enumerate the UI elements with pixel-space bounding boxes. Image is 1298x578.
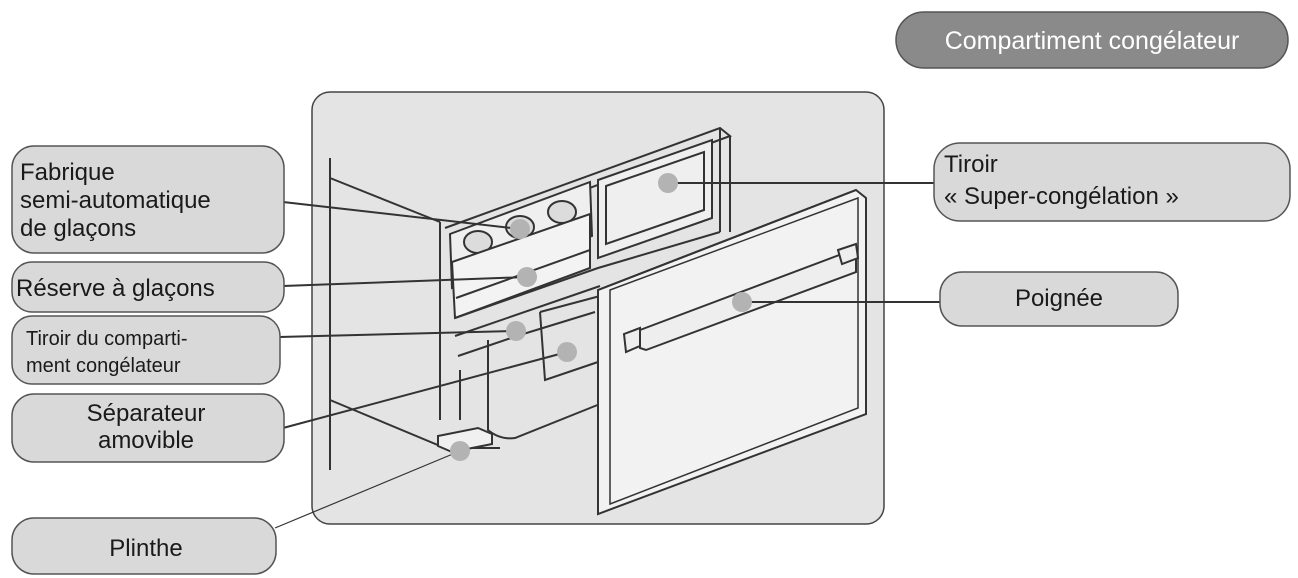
leader-reserve <box>282 276 528 287</box>
marker-tiroir-comp <box>506 321 526 341</box>
callout-fabrique-line1: Fabrique <box>20 159 115 186</box>
diagram-title: Compartiment congélateur <box>945 27 1240 55</box>
callout-super: Tiroir « Super-congélation » <box>933 142 1291 222</box>
callout-separateur-line1: Séparateur <box>87 400 206 427</box>
callout-plinthe-label: Plinthe <box>109 535 182 562</box>
callout-tiroir-comp-line1: Tiroir du comparti- <box>26 328 188 350</box>
callout-separateur-line2: amovible <box>98 427 194 454</box>
leader-lines <box>274 182 940 529</box>
callout-super-line2: « Super-congélation » <box>944 183 1179 210</box>
marker-poignee <box>732 292 752 312</box>
marker-fabrique <box>510 219 530 239</box>
marker-reserve <box>517 267 537 287</box>
callout-super-line1: Tiroir <box>944 151 998 178</box>
callout-separateur: Séparateur amovible <box>11 393 285 463</box>
marker-separateur <box>557 342 577 362</box>
markers <box>450 173 752 461</box>
leader-fabrique <box>282 201 521 230</box>
callout-poignee: Poignée <box>939 271 1179 327</box>
callout-tiroir-comp: Tiroir du comparti- ment congélateur <box>11 315 281 385</box>
callout-plinthe: Plinthe <box>11 517 277 575</box>
leader-tiroir-comp <box>278 330 517 338</box>
title-badge: Compartiment congélateur <box>895 11 1289 69</box>
callout-reserve: Réserve à glaçons <box>11 261 285 313</box>
callout-poignee-label: Poignée <box>1015 285 1103 312</box>
super-freeze-drawer <box>597 138 713 260</box>
freezer-illustration <box>311 91 885 525</box>
callout-fabrique-line2: semi-automatique <box>20 187 211 214</box>
title-background <box>895 11 1289 69</box>
callout-tiroir-comp-line2: ment congélateur <box>26 355 181 377</box>
marker-plinthe <box>450 441 470 461</box>
marker-super <box>658 173 678 193</box>
leader-plinthe <box>274 450 461 529</box>
callout-fabrique: Fabrique semi-automatique de glaçons <box>11 145 285 254</box>
leader-separateur <box>282 351 568 429</box>
callout-reserve-label: Réserve à glaçons <box>16 275 215 302</box>
callout-fabrique-line3: de glaçons <box>20 215 136 242</box>
